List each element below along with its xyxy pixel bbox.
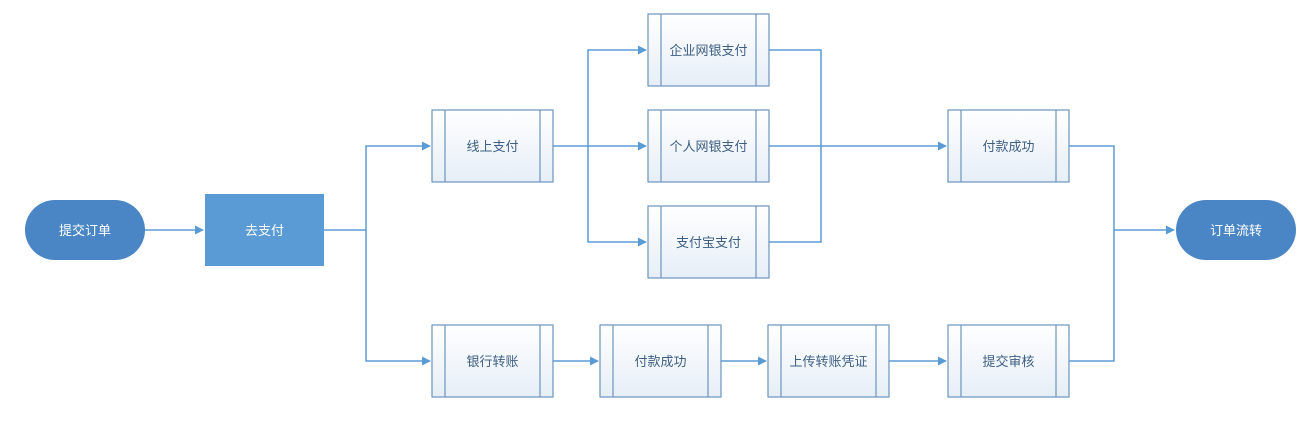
upload-voucher-box[interactable]: 上传转账凭证 <box>767 324 890 398</box>
end-terminal[interactable]: 订单流转 <box>1176 200 1296 260</box>
edge-pay-success-top-to-end <box>1069 145 1175 235</box>
online-pay-label: 线上支付 <box>466 140 518 155</box>
edge-online-to-alipay <box>587 146 647 247</box>
pay-success-top-label: 付款成功 <box>982 140 1034 155</box>
go-pay-label: 去支付 <box>245 224 284 239</box>
online-pay-box[interactable]: 线上支付 <box>431 109 554 183</box>
end-terminal-label: 订单流转 <box>1210 224 1262 239</box>
go-pay-process[interactable]: 去支付 <box>205 194 324 266</box>
enterprise-bank-box[interactable]: 企业网银支付 <box>647 13 770 87</box>
alipay-box[interactable]: 支付宝支付 <box>647 205 770 279</box>
upload-voucher-label: 上传转账凭证 <box>789 355 867 370</box>
start-terminal-label: 提交订单 <box>59 223 111 239</box>
pay-success-bottom-label: 付款成功 <box>634 355 686 370</box>
edge-enterprise-bank-merge <box>769 49 822 146</box>
pay-success-bottom-box[interactable]: 付款成功 <box>599 324 722 398</box>
submit-review-label: 提交审核 <box>982 354 1034 370</box>
enterprise-bank-label: 企业网银支付 <box>669 43 747 59</box>
edge-online-to-enterprise-bank <box>587 45 647 146</box>
personal-bank-label: 个人网银支付 <box>669 140 747 155</box>
bank-transfer-box[interactable]: 银行转账 <box>431 324 554 398</box>
alipay-label: 支付宝支付 <box>676 236 741 251</box>
pay-success-top-box[interactable]: 付款成功 <box>947 109 1070 183</box>
personal-bank-box[interactable]: 个人网银支付 <box>647 109 770 183</box>
start-terminal[interactable]: 提交订单 <box>25 200 145 260</box>
submit-review-box[interactable]: 提交审核 <box>947 324 1070 398</box>
edge-alipay-merge <box>769 146 822 243</box>
bank-transfer-label: 银行转账 <box>466 355 518 370</box>
edge-go-pay-split <box>324 141 431 231</box>
edge-submit-review-to-end <box>1069 230 1115 362</box>
edge-go-pay-to-bank-transfer <box>365 230 431 366</box>
